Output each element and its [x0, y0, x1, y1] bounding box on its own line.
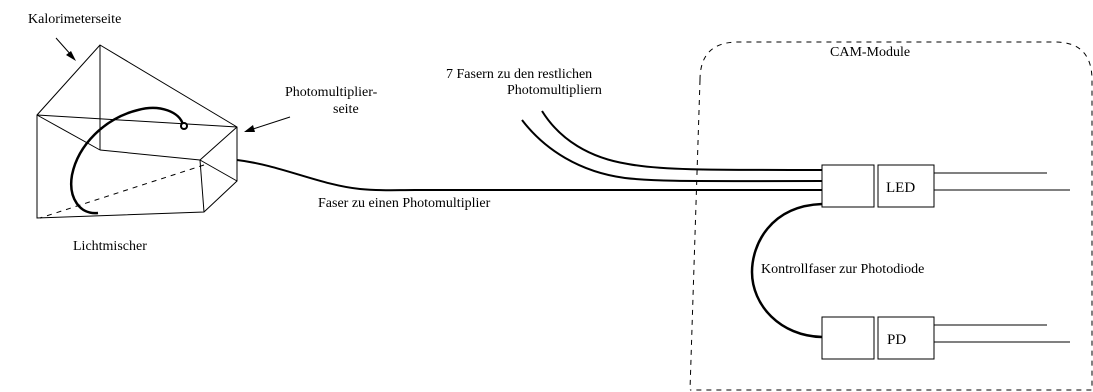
led-box [877, 164, 935, 208]
label-kontrollfaser: Kontrollfaser zur Photodiode [760, 262, 926, 278]
fiber-end-marker [180, 122, 188, 130]
label-pd: PD [887, 332, 907, 348]
fiber-bundle-upper [541, 110, 823, 171]
pd-box [877, 316, 935, 360]
control-fiber [750, 202, 823, 339]
label-photomultiplierseite-1: Photomultiplier- [285, 85, 378, 100]
led-coupler-box [821, 164, 875, 208]
label-fasern-2: Photomultipliern [507, 83, 602, 98]
fiber-bundle-lower [521, 119, 823, 183]
cam-module-boundary-left [689, 79, 701, 391]
label-led: LED [886, 180, 916, 196]
label-cam-module: CAM-Module [830, 45, 911, 60]
label-faser-photomultiplier: Faser zu einen Photomultiplier [318, 196, 491, 211]
pd-coupler-box [821, 316, 875, 360]
label-kalorimeterseite: Kalorimeterseite [28, 12, 122, 27]
fiber-to-photomultiplier [236, 159, 822, 192]
cam-module-boundary [690, 41, 1093, 391]
lichtmischer-shape [36, 44, 238, 219]
label-lichtmischer: Lichtmischer [73, 239, 147, 254]
label-fasern-1: 7 Fasern zu den restlichen [446, 67, 593, 82]
kalorimeterseite-arrow [55, 37, 76, 61]
label-photomultiplierseite-2: seite [333, 102, 359, 117]
photomultiplierseite-arrow [244, 116, 291, 132]
fiber-spiral [69, 106, 185, 215]
